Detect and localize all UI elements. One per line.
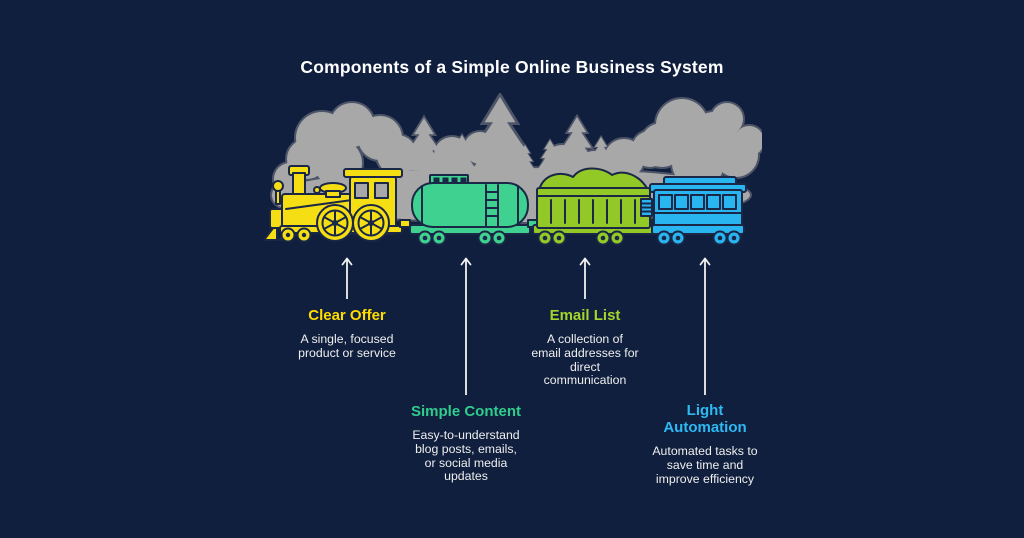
component-description: Easy-to-understand blog posts, emails, o… bbox=[381, 428, 551, 484]
component-description: Automated tasks to save time and improve… bbox=[620, 444, 790, 486]
label-line: Clear Offer bbox=[308, 307, 386, 324]
label-line: Automation bbox=[663, 419, 747, 436]
arrow-up-icon bbox=[579, 257, 591, 299]
train-scene-illustration bbox=[263, 93, 762, 246]
desc-line: communication bbox=[543, 373, 627, 388]
component-simple-content: Simple Content Easy-to-understand blog p… bbox=[381, 403, 551, 484]
arrow-up-icon bbox=[460, 257, 472, 395]
label-line: Email List bbox=[549, 307, 621, 324]
component-email-list: Email List A collection of email address… bbox=[500, 307, 670, 388]
arrow-up-icon bbox=[341, 257, 353, 299]
passenger-car-illustration bbox=[640, 176, 747, 246]
component-label: Simple Content bbox=[381, 403, 551, 420]
desc-line: direct bbox=[569, 359, 601, 374]
desc-line: A collection of bbox=[547, 332, 623, 346]
desc-line: Easy-to-understand bbox=[412, 428, 520, 442]
component-label: Light Automation bbox=[620, 402, 790, 436]
boxcar-illustration bbox=[532, 167, 661, 246]
desc-line: A single, focused bbox=[300, 332, 394, 346]
arrow-up-icon bbox=[699, 257, 711, 395]
desc-line: updates bbox=[444, 469, 488, 484]
component-clear-offer: Clear Offer A single, focused product or… bbox=[262, 307, 432, 361]
page-title: Components of a Simple Online Business S… bbox=[300, 57, 724, 77]
desc-line: email addresses for bbox=[531, 345, 639, 360]
desc-line: Automated tasks to bbox=[652, 444, 758, 458]
tank-car-illustration bbox=[409, 174, 539, 246]
component-light-automation: Light Automation Automated tasks to save… bbox=[620, 402, 790, 486]
component-description: A single, focused product or service bbox=[262, 332, 432, 361]
desc-line: or social media bbox=[424, 455, 508, 470]
component-label: Email List bbox=[500, 307, 670, 324]
component-label: Clear Offer bbox=[262, 307, 432, 324]
component-description: A collection of email addresses for dire… bbox=[500, 332, 670, 388]
desc-line: improve efficiency bbox=[655, 471, 755, 486]
desc-line: product or service bbox=[298, 345, 396, 360]
locomotive-illustration bbox=[263, 165, 411, 243]
desc-line: blog posts, emails, bbox=[415, 441, 517, 456]
label-line: Simple Content bbox=[410, 403, 521, 420]
label-line: Light bbox=[686, 402, 724, 419]
desc-line: save time and bbox=[666, 457, 744, 472]
